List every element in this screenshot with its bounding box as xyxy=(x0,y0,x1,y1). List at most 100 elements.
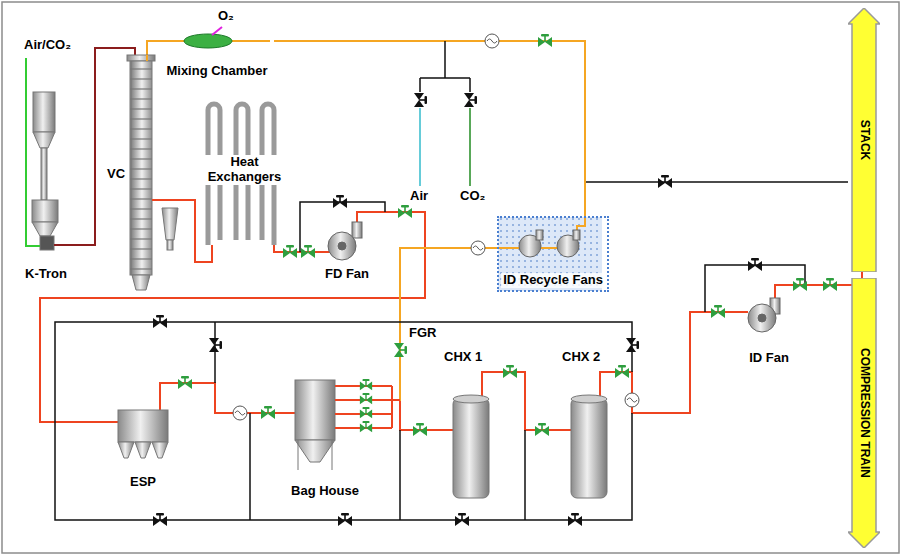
air-co2-supply xyxy=(419,108,421,186)
equipment-node: ID Fan xyxy=(735,298,803,368)
air-co2-supply xyxy=(420,41,470,186)
inline-heat-exchanger xyxy=(233,34,639,420)
flow-line xyxy=(365,248,497,400)
flow-label: FGR xyxy=(407,326,438,341)
equipment-label: VC xyxy=(105,167,127,182)
chx-1-icon xyxy=(453,395,489,403)
equipment-label: ID Fan xyxy=(747,351,791,366)
black-valve xyxy=(748,258,762,271)
id-fan-bypass xyxy=(705,265,805,312)
green-valve xyxy=(360,379,372,390)
mixing-chamber-vessel xyxy=(212,27,222,35)
stream-label: CO₂ xyxy=(458,189,487,204)
green-valve xyxy=(178,34,837,436)
chx-1-icon xyxy=(453,398,489,498)
fd-fan-icon xyxy=(318,222,362,260)
green-valve xyxy=(360,407,372,418)
green-valve xyxy=(178,376,192,389)
green-valve xyxy=(615,365,629,378)
equipment-label: CHX 2 xyxy=(560,350,602,365)
flow-line xyxy=(147,41,160,55)
id-fan-icon xyxy=(758,314,766,322)
air-co2-supply xyxy=(420,41,470,92)
equipment-label: ESP xyxy=(128,475,158,490)
green-valve xyxy=(793,278,807,291)
chx-2-icon xyxy=(558,372,613,498)
green-valve xyxy=(394,343,407,357)
green-valve xyxy=(398,205,412,218)
k-tron-feeder xyxy=(41,148,47,200)
chx-1-icon xyxy=(440,372,495,498)
inline-heat-exchanger xyxy=(471,241,485,255)
id-fan-bypass xyxy=(705,265,805,312)
stream-label: STACK xyxy=(857,118,871,162)
fd-fan-icon xyxy=(328,232,356,260)
stream-band: STACK xyxy=(848,8,880,272)
green-valve xyxy=(261,406,275,419)
flow-line xyxy=(775,278,862,298)
band-arrow-shape xyxy=(848,278,880,548)
esp-icon xyxy=(112,402,168,458)
equipment-label: Mixing Chamber xyxy=(164,64,269,79)
equipment-label: ID Recycle Fans xyxy=(501,273,605,288)
inline-heat-exchanger xyxy=(233,406,247,420)
green-valve xyxy=(503,365,517,378)
flow-line xyxy=(40,212,425,422)
black-valve xyxy=(153,513,167,526)
band-arrow-shape xyxy=(848,8,880,272)
black-valve xyxy=(455,513,469,526)
fd-fan-icon xyxy=(352,222,362,238)
bag-house-icon xyxy=(295,440,335,462)
green-valve xyxy=(538,34,552,47)
recycle-fan-housing xyxy=(536,230,543,240)
recycle-fan-housing xyxy=(573,230,580,240)
flow-line xyxy=(77,48,135,245)
k-tron-feeder xyxy=(33,92,55,132)
fd-fan-icon xyxy=(318,251,330,253)
stream-label: Air/CO₂ xyxy=(22,38,73,53)
k-tron-feeder xyxy=(32,200,58,222)
flow-line xyxy=(585,182,848,216)
bypass-lines xyxy=(214,322,216,383)
bag-house-icon xyxy=(298,440,332,470)
air-co2-feed-line xyxy=(54,244,77,246)
bag-house-icon xyxy=(285,380,335,470)
fd-fan-icon xyxy=(338,242,346,250)
black-valve xyxy=(209,338,222,352)
k-tron-feeder xyxy=(32,92,58,250)
equipment-node: CHX 1 xyxy=(440,348,495,503)
chx-2-icon xyxy=(571,395,607,403)
black-valve xyxy=(338,513,352,526)
equipment-label: Heat Exchangers xyxy=(202,155,287,185)
k-tron-feeder xyxy=(33,132,55,148)
stream-band: COMPRESSION TRAIN xyxy=(848,278,880,548)
vertical-combustor xyxy=(127,55,178,290)
equipment-label: Bag House xyxy=(289,484,361,499)
vertical-combustor xyxy=(162,208,178,240)
fd-fan-bypass xyxy=(300,202,385,252)
vertical-combustor xyxy=(132,275,150,290)
mixing-chamber-vessel xyxy=(184,34,232,48)
equipment-node: ESP xyxy=(112,402,174,492)
equipment-node: Bag House xyxy=(285,376,365,501)
inline-heat-exchanger xyxy=(625,393,639,407)
flow-line xyxy=(158,200,212,262)
flow-line xyxy=(274,41,585,216)
id-fan-icon xyxy=(748,304,776,332)
vertical-combustor xyxy=(130,61,152,275)
inline-heat-exchanger xyxy=(485,34,499,48)
fd-fan-bypass xyxy=(300,202,385,252)
black-valve xyxy=(153,93,762,526)
vertical-combustor xyxy=(127,55,155,61)
equipment-node: Heat Exchangers xyxy=(200,95,289,245)
vertical-combustor xyxy=(167,240,173,250)
black-valve xyxy=(414,93,427,107)
air-co2-feed-line xyxy=(26,58,77,246)
combustor-stub xyxy=(152,199,158,201)
equipment-node: Mixing Chamber xyxy=(160,33,274,81)
k-tron-feeder xyxy=(32,222,58,236)
stream-label: Air xyxy=(408,189,430,204)
